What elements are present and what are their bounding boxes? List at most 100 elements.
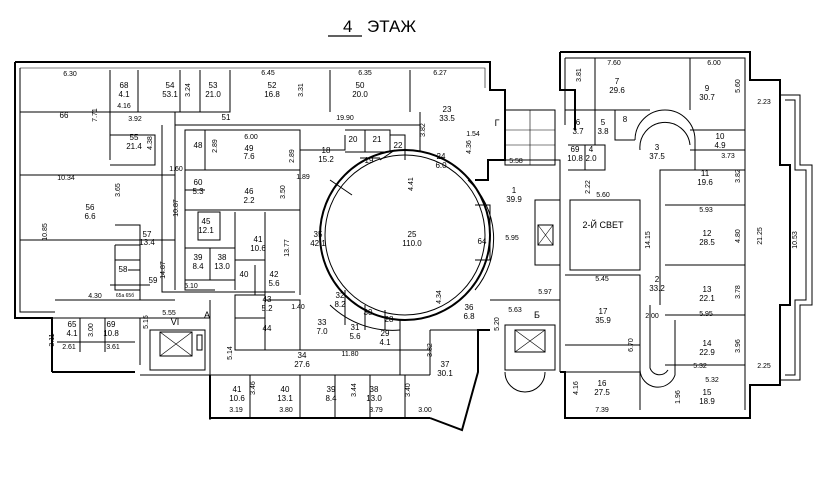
dim: 3.82	[735, 169, 742, 183]
room-43-number: 39	[194, 253, 203, 262]
room-17-area: 35.9	[595, 316, 611, 325]
room-66-number: 64	[478, 237, 487, 246]
room-57-number: 54	[166, 81, 175, 90]
room-7-number: 7	[615, 77, 620, 86]
room-38-number-label: 38	[370, 385, 379, 394]
room-41-number: 41	[233, 385, 242, 394]
room-35-number: 35	[314, 230, 323, 239]
room-31-number: 31	[351, 323, 360, 332]
room-46-area: 5.6	[268, 279, 280, 288]
dim: 14.15	[645, 231, 652, 249]
dim: 5.93	[699, 207, 713, 214]
dim: 5.95	[505, 235, 519, 242]
dim: 4.41	[408, 177, 415, 191]
room-53-number: 50	[356, 81, 365, 90]
dim: 6.00	[244, 134, 258, 141]
room-52-number: 49	[245, 144, 254, 153]
room-55-number: 52	[268, 81, 277, 90]
room-25-area: 110.0	[402, 239, 422, 248]
dim: 14.87	[160, 261, 167, 279]
dim: 19.90	[336, 115, 354, 122]
room-81-number: 69	[571, 145, 580, 154]
room-22-number: 22	[394, 141, 403, 150]
room-23-number: 23	[443, 105, 452, 114]
room-47-area: 5.2	[261, 304, 273, 313]
room-7-area: 29.6	[609, 86, 625, 95]
room-49-area: 12.1	[198, 226, 214, 235]
dim: 2.61	[62, 344, 76, 351]
room-12-number: 12	[703, 229, 712, 238]
room-59-area: 6.6	[84, 212, 96, 221]
room-6-area: 3.7	[572, 127, 584, 136]
dim: 5.32	[693, 363, 707, 370]
room-39-area: 8.4	[325, 394, 337, 403]
room-5-area: 3.8	[597, 127, 609, 136]
room-21-number: 21	[373, 135, 382, 144]
room-6-number: 6	[576, 118, 581, 127]
dim: 3.73	[721, 153, 735, 160]
room-9-number: 9	[705, 84, 710, 93]
room-32-area: 8.2	[334, 300, 346, 309]
dim: 2.00	[645, 313, 659, 320]
east-wing	[564, 57, 746, 410]
room-69-number: 69	[107, 320, 116, 329]
room-5-number: 5	[601, 118, 606, 127]
dim: 4.38	[147, 136, 154, 150]
room-64-area: 5.3	[192, 187, 204, 196]
room-51-number: 48	[194, 141, 203, 150]
room-36-area: 6.8	[463, 312, 475, 321]
dim: 3.31	[298, 83, 305, 97]
room-42-area: 13.0	[214, 262, 230, 271]
room-28-number: 28	[385, 315, 394, 324]
dim: 1.54	[466, 131, 480, 138]
room-14-number: 14	[703, 339, 712, 348]
room-4-area: 2.0	[585, 154, 597, 163]
room-24-number: 24	[437, 152, 446, 161]
room-2-number: 2	[655, 275, 660, 284]
room-81-area: 10.8	[567, 154, 583, 163]
room-45-number: 41	[254, 235, 263, 244]
room-labels: 66 68 4.1 54 53.1 53 21.0 52 16.8 50 20.…	[60, 77, 727, 406]
room-17-number: 17	[599, 307, 608, 316]
floor-label: ЭТАЖ	[367, 17, 416, 36]
room-71-number: 68	[120, 81, 129, 90]
room-11-number: 11	[701, 169, 710, 178]
room-62-number: 58	[119, 265, 128, 274]
dim: 3.78	[735, 285, 742, 299]
room-55-area: 16.8	[264, 90, 280, 99]
dim: 10.53	[792, 231, 799, 249]
dim: 2.89	[212, 139, 219, 153]
room-15-number: 15	[703, 388, 712, 397]
room-3-area: 37.5	[649, 152, 665, 161]
dim: 7.60	[607, 60, 621, 67]
dimension-labels: 6.30 4.16 3.24 6.45 6.35 3.31 6.27 3.92 …	[42, 60, 799, 414]
dim: 3.11	[49, 333, 56, 346]
room-18-area: 15.2	[318, 155, 334, 164]
room-34-area: 27.6	[294, 360, 310, 369]
room-3-number: 3	[655, 143, 660, 152]
dim: 3.61	[106, 344, 120, 351]
room-68-number: 65	[68, 320, 77, 329]
room-10-number: 10	[716, 132, 725, 141]
room-39-number: 39	[327, 385, 336, 394]
room-13-area: 22.1	[699, 294, 715, 303]
dim: 3.00	[418, 407, 432, 414]
dim: 3.81	[576, 68, 583, 82]
dim: 5.32	[705, 377, 719, 384]
dim: 2.23	[757, 99, 771, 106]
room-30-number: 30	[364, 308, 373, 317]
floor-number: 4	[343, 17, 352, 36]
room-56-area: 21.0	[205, 90, 221, 99]
dim: 1.89	[296, 174, 310, 181]
room-68-area: 4.1	[66, 329, 78, 338]
room-58-area: 21.4	[126, 142, 142, 151]
dim: 3.24	[185, 83, 192, 97]
room-25-number: 25	[408, 230, 417, 239]
double-height-label: 2-Й СВЕТ	[583, 219, 624, 230]
dim: 3.40	[405, 383, 412, 397]
dim: 6.27	[433, 70, 447, 77]
stair-a-label: А	[204, 310, 210, 320]
room-18-number: 18	[322, 146, 331, 155]
room-9-area: 30.7	[699, 93, 715, 102]
room-54-number: 51	[222, 113, 231, 122]
